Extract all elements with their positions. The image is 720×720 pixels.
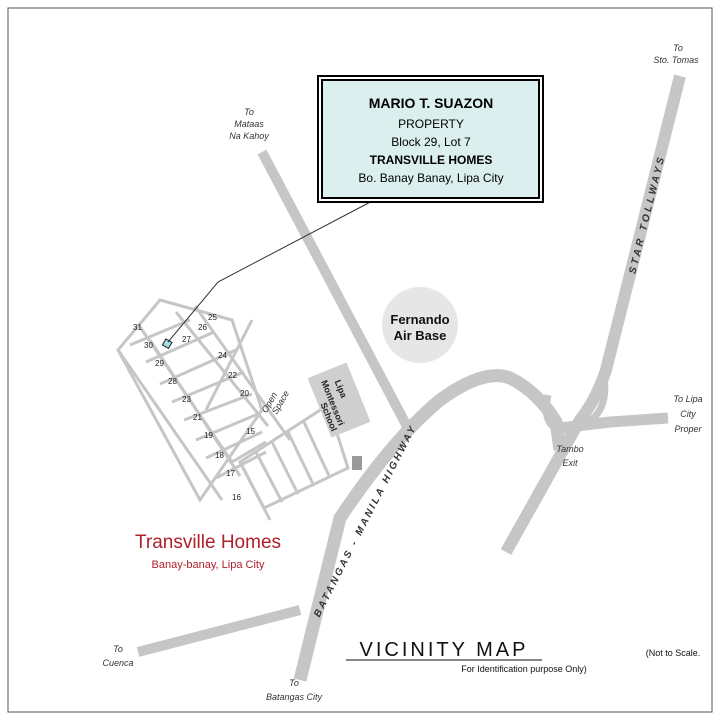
info-line-location: Bo. Banay Banay, Lipa City (358, 171, 503, 185)
lot-24: 24 (218, 351, 227, 360)
to-mataas-2: Mataas (234, 119, 264, 129)
lot-15: 15 (246, 427, 255, 436)
lot-21: 21 (193, 413, 202, 422)
leader-line (167, 197, 379, 343)
subdivision-grid (116, 298, 350, 521)
scale-note: (Not to Scale. (646, 648, 701, 658)
lot-23: 23 (182, 395, 191, 404)
road-to-mataas-na-kahoy (257, 149, 415, 435)
subdivision-location: Banay-banay, Lipa City (152, 559, 265, 571)
star-tollways-road (500, 74, 686, 555)
to-sto-tomas-1: To (673, 43, 683, 53)
lot-27: 27 (182, 335, 191, 344)
tambo-exit-2: Exit (562, 458, 578, 468)
map-title: VICINITY MAP (360, 639, 529, 661)
to-lipa-2: City (680, 409, 696, 419)
lot-19: 19 (204, 431, 213, 440)
road-to-lipa-proper (559, 412, 669, 434)
info-line-block-lot: Block 29, Lot 7 (391, 135, 471, 149)
lot-25: 25 (208, 313, 217, 322)
info-line-property: PROPERTY (398, 117, 464, 131)
owner-name: MARIO T. SUAZON (369, 95, 493, 111)
lot-30: 30 (144, 341, 153, 350)
to-mataas-1: To (244, 107, 254, 117)
lot-26: 26 (198, 323, 207, 332)
lot-20: 20 (240, 389, 249, 398)
to-cuenca-1: To (113, 644, 123, 654)
lot-numbers: 31 30 29 28 27 26 25 24 23 22 21 20 19 1… (133, 313, 255, 502)
lot-22: 22 (228, 371, 237, 380)
tambo-exit-1: Tambo (556, 444, 583, 454)
info-line-subdivision: TRANSVILLE HOMES (370, 153, 493, 167)
lot-28: 28 (168, 377, 177, 386)
air-base-label-1: Fernando (390, 312, 449, 327)
map-subtitle: For Identification purpose Only) (461, 664, 587, 674)
lot-16: 16 (232, 493, 241, 502)
school-gate (352, 456, 362, 470)
road-to-cuenca (136, 605, 302, 657)
lot-31: 31 (133, 323, 142, 332)
to-mataas-3: Na Kahoy (229, 131, 269, 141)
lipa-montessori-school (307, 362, 371, 438)
lot-18: 18 (215, 451, 224, 460)
property-info-box: MARIO T. SUAZON PROPERTY Block 29, Lot 7… (317, 75, 544, 203)
fernando-air-base (382, 287, 458, 363)
subdivision-name: Transville Homes (135, 532, 281, 553)
air-base-label-2: Air Base (394, 328, 447, 343)
to-cuenca-2: Cuenca (102, 658, 133, 668)
to-batangas-1: To (289, 678, 299, 688)
to-sto-tomas-2: Sto. Tomas (653, 55, 699, 65)
to-lipa-3: Proper (674, 424, 702, 434)
to-batangas-2: Batangas City (266, 692, 323, 702)
lot-17: 17 (226, 469, 235, 478)
lot-29: 29 (155, 359, 164, 368)
batangas-manila-highway (293, 369, 567, 682)
to-lipa-1: To Lipa (673, 394, 702, 404)
